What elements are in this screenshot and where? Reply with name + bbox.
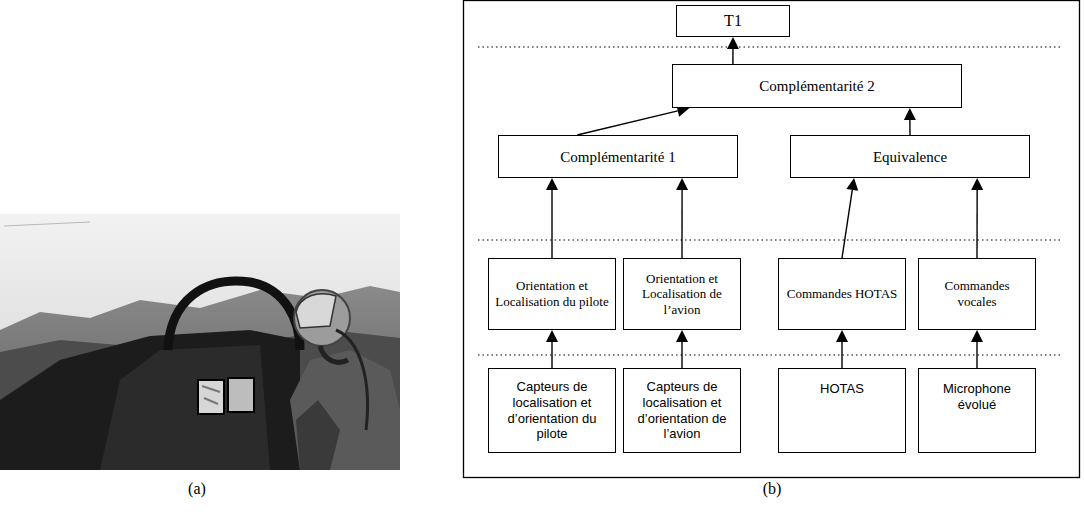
composition-box: Equivalence	[790, 135, 1030, 178]
box-text: Capteurs de localisation et d’orientatio…	[494, 379, 610, 441]
modality-box: Commandes vocales	[918, 258, 1036, 330]
device-box: Capteurs de localisation et d’orientatio…	[488, 368, 616, 453]
device-box: Capteurs de localisation et d’orientatio…	[623, 368, 741, 453]
device-box: HOTAS	[778, 368, 906, 453]
arrow-connector	[727, 37, 739, 64]
box-text: T1	[724, 11, 742, 30]
subfigure-label: (b)	[763, 480, 782, 498]
box-text: Microphone évolué	[924, 381, 1030, 412]
arrow-connector	[904, 108, 916, 135]
diagram-frame	[464, 1, 1080, 478]
goal-box: T1	[676, 5, 790, 37]
box-text: Equivalence	[873, 148, 947, 166]
modality-box: Orientation et Localisation du pilote	[488, 258, 616, 330]
cockpit-photo	[0, 214, 400, 470]
arrow-connector	[836, 330, 848, 368]
device-box: Microphone évolué	[918, 368, 1036, 453]
arrow-connector	[971, 178, 983, 258]
box-text: Complémentarité 2	[759, 77, 874, 95]
subfigure-label: (a)	[188, 480, 206, 498]
box-text: Commandes vocales	[924, 278, 1030, 309]
box-text: Complémentarité 1	[560, 148, 675, 166]
level-separators	[478, 47, 1062, 355]
arrow-connector	[842, 178, 858, 258]
box-text: Commandes HOTAS	[787, 286, 898, 302]
arrow-connector	[546, 330, 558, 368]
box-text: Capteurs de localisation et d’orientatio…	[629, 379, 735, 441]
arrow-connector	[577, 105, 689, 135]
arrow-connector	[546, 178, 558, 258]
composition-box: Complémentarité 2	[672, 64, 962, 108]
box-text: HOTAS	[820, 381, 864, 397]
arrow-connector	[676, 330, 688, 368]
modality-box: Commandes HOTAS	[778, 258, 906, 330]
composition-box: Complémentarité 1	[498, 135, 738, 178]
box-text: Orientation et Localisation du pilote	[494, 278, 610, 309]
box-text: Orientation et Localisation de l’avion	[629, 271, 735, 318]
modality-box: Orientation et Localisation de l’avion	[623, 258, 741, 330]
arrow-connector	[971, 330, 983, 368]
arrow-connector	[676, 178, 688, 258]
